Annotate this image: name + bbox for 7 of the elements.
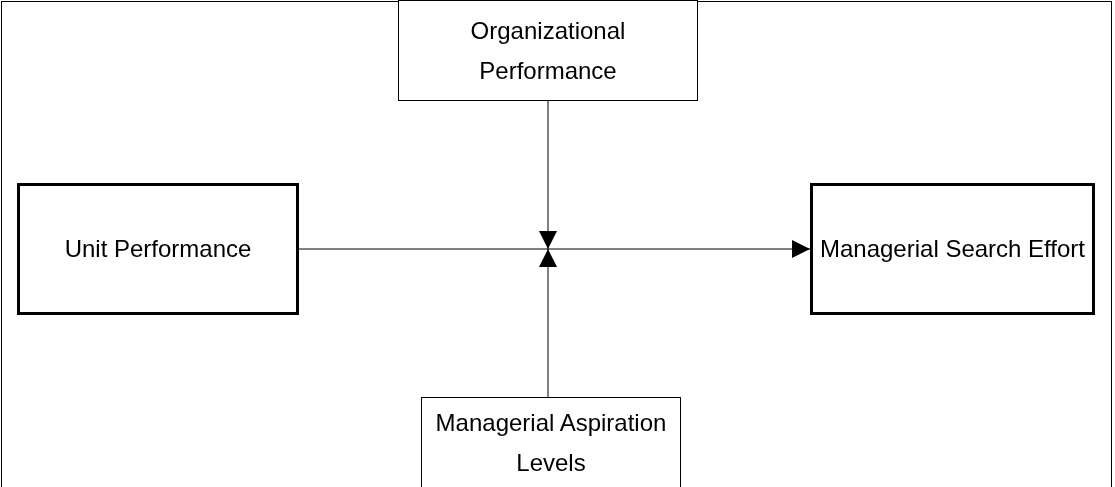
moderator-box: Managerial Aspiration Levels bbox=[421, 397, 681, 487]
moderator-box: Organizational Performance bbox=[398, 0, 698, 101]
variable-box: Unit Performance bbox=[17, 183, 299, 315]
arrow bbox=[539, 100, 557, 250]
arrow bbox=[539, 248, 557, 398]
arrow bbox=[298, 240, 811, 258]
variable-box: Managerial Search Effort bbox=[810, 183, 1095, 315]
